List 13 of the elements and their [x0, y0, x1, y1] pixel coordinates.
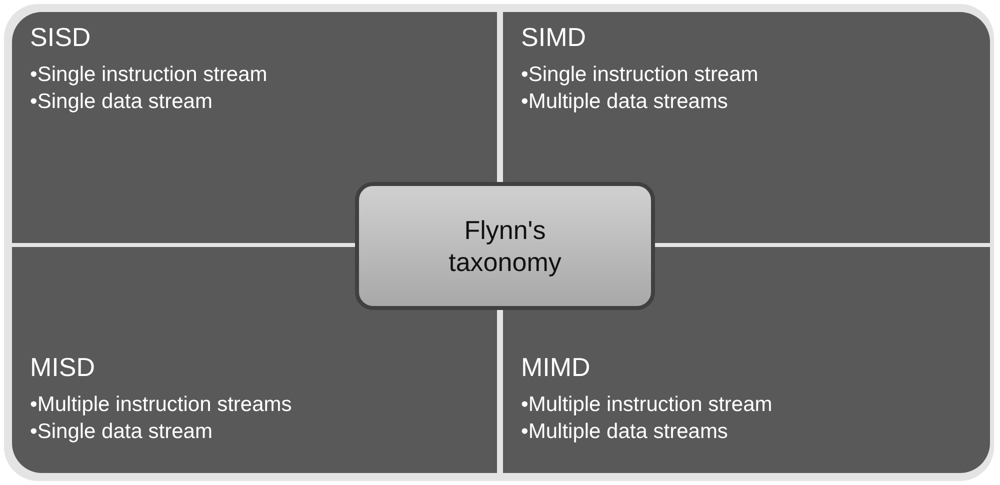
bullet-item: •Single data stream — [30, 419, 212, 445]
panel-heading: SIMD — [521, 22, 586, 53]
panel-heading: MISD — [30, 352, 95, 383]
bullet-item: •Multiple data streams — [521, 419, 728, 445]
bullet-item: •Multiple data streams — [521, 89, 728, 115]
bullet-item: •Single data stream — [30, 89, 212, 115]
bullet-item: •Multiple instruction stream — [521, 392, 772, 418]
center-box: Flynn's taxonomy — [355, 182, 655, 310]
bullet-item: •Multiple instruction streams — [30, 392, 292, 418]
bullet-item: •Single instruction stream — [30, 62, 268, 88]
panel-heading: SISD — [30, 22, 91, 53]
panel-heading: MIMD — [521, 352, 590, 383]
bullet-item: •Single instruction stream — [521, 62, 758, 88]
